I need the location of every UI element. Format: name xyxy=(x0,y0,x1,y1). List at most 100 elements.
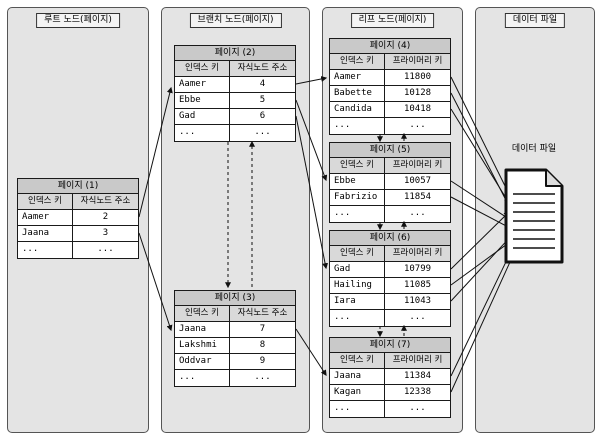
cell-value: 2 xyxy=(102,212,109,222)
cell-index-key: ... xyxy=(175,125,230,141)
table-row: Babette 10128 xyxy=(330,86,450,102)
cell-value: 9 xyxy=(259,356,266,366)
table-title: 페이지 (5) xyxy=(330,143,450,158)
cell-value: 3 xyxy=(102,228,109,238)
cell-value: ... xyxy=(409,208,426,218)
table-row: Gad 6 xyxy=(175,109,295,125)
column-header-index-key: 인덱스 키 xyxy=(175,306,230,321)
cell-index-key: Babette xyxy=(330,86,385,101)
cell-value: 11800 xyxy=(403,72,432,82)
cell-value: 6 xyxy=(259,111,266,121)
cell-index-key: Aamer xyxy=(175,77,230,92)
cell-value: ... xyxy=(409,312,426,322)
cell-value: ... xyxy=(254,127,271,137)
table-row: Fabrizio 11854 xyxy=(330,190,450,206)
cell-index-key: Gad xyxy=(175,109,230,124)
table-row: Jaana 3 xyxy=(18,226,138,242)
panel-root-title: 루트 노드(페이지) xyxy=(36,13,120,28)
table-row: Jaana 11384 xyxy=(330,369,450,385)
cell-value: 11854 xyxy=(403,192,432,202)
cell-value: 11384 xyxy=(403,371,432,381)
cell-value: 5 xyxy=(259,95,266,105)
table-header-row: 인덱스 키 프라이머리 키 xyxy=(330,246,450,262)
column-header-value: 자식노드 주소 xyxy=(237,63,288,73)
cell-value: ... xyxy=(409,403,426,413)
cell-index-key: Iara xyxy=(330,294,385,309)
column-header-value: 프라이머리 키 xyxy=(392,355,443,365)
cell-index-key: ... xyxy=(175,370,230,386)
table-row: ...... xyxy=(330,118,450,134)
panel-data-file-title: 데이터 파일 xyxy=(504,13,566,28)
cell-value: 12338 xyxy=(403,387,432,397)
cell-value: 10057 xyxy=(403,176,432,186)
column-header-index-key: 인덱스 키 xyxy=(18,194,73,209)
cell-index-key: Fabrizio xyxy=(330,190,385,205)
cell-value: 11085 xyxy=(403,280,432,290)
cell-value: 10128 xyxy=(403,88,432,98)
column-header-value: 자식노드 주소 xyxy=(80,196,131,206)
cell-index-key: ... xyxy=(18,242,73,258)
cell-index-key: Jaana xyxy=(330,369,385,384)
column-header-value: 자식노드 주소 xyxy=(237,308,288,318)
table-title: 페이지 (7) xyxy=(330,338,450,353)
panel-leaf-title: 리프 노드(페이지) xyxy=(350,13,435,28)
table-row: Ebbe 5 xyxy=(175,93,295,109)
table-row: ...... xyxy=(175,125,295,141)
column-header-index-key: 인덱스 키 xyxy=(330,246,385,261)
table-title: 페이지 (2) xyxy=(175,46,295,61)
column-header-index-key: 인덱스 키 xyxy=(330,54,385,69)
table-header-row: 인덱스 키 자식노드 주소 xyxy=(18,194,138,210)
cell-index-key: ... xyxy=(330,206,385,222)
table-row: ...... xyxy=(330,310,450,326)
panel-data-file: 데이터 파일 xyxy=(475,7,595,433)
table-title: 페이지 (1) xyxy=(18,179,138,194)
column-header-value: 프라이머리 키 xyxy=(392,248,443,258)
cell-value: ... xyxy=(409,120,426,130)
column-header-index-key: 인덱스 키 xyxy=(330,158,385,173)
data-file-label: 데이터 파일 xyxy=(511,144,557,154)
cell-index-key: Ebbe xyxy=(175,93,230,108)
cell-value: 11043 xyxy=(403,296,432,306)
table-row: Iara 11043 xyxy=(330,294,450,310)
table-header-row: 인덱스 키 자식노드 주소 xyxy=(175,306,295,322)
cell-index-key: Lakshmi xyxy=(175,338,230,353)
cell-value: 4 xyxy=(259,79,266,89)
table-row: Aamer 2 xyxy=(18,210,138,226)
panel-branch-title: 브랜치 노드(페이지) xyxy=(189,13,282,28)
table-row: ...... xyxy=(330,206,450,222)
table-title: 페이지 (3) xyxy=(175,291,295,306)
table-row: Aamer 11800 xyxy=(330,70,450,86)
cell-index-key: Aamer xyxy=(330,70,385,85)
cell-value: 7 xyxy=(259,324,266,334)
table-row: ...... xyxy=(175,370,295,386)
cell-index-key: Ebbe xyxy=(330,174,385,189)
table-row: ...... xyxy=(330,401,450,417)
cell-value: 10799 xyxy=(403,264,432,274)
cell-index-key: Aamer xyxy=(18,210,73,225)
cell-value: ... xyxy=(97,244,114,254)
cell-value: ... xyxy=(254,372,271,382)
cell-index-key: Candida xyxy=(330,102,385,117)
cell-index-key: ... xyxy=(330,401,385,417)
cell-index-key: Jaana xyxy=(18,226,73,241)
table-row: ...... xyxy=(18,242,138,258)
